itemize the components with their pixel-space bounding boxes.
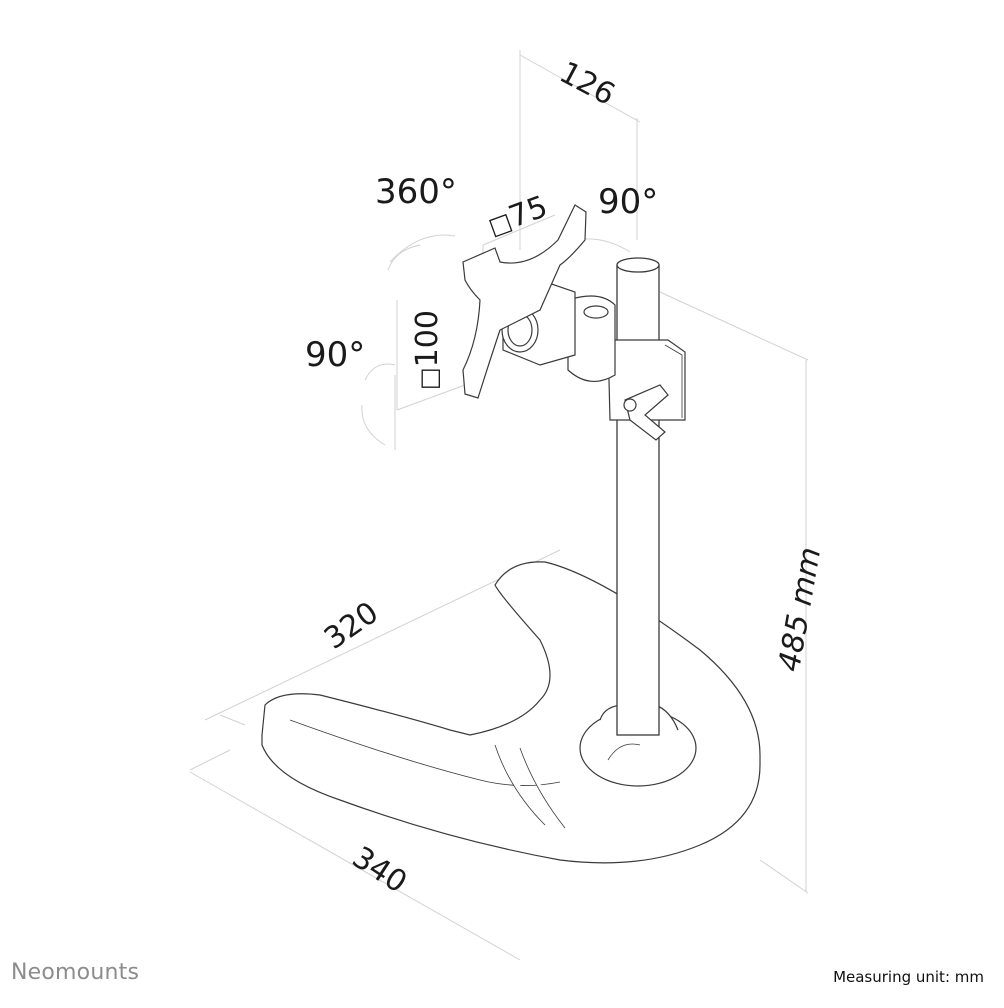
- dimension-tilt-90: 90°: [598, 182, 659, 222]
- brand-logo: Neomounts: [11, 960, 140, 985]
- dimension-guides: [189, 50, 809, 961]
- dimension-rotate-90: 90°: [305, 335, 366, 375]
- vesa-square-icon: □: [415, 367, 443, 390]
- base-outline: [261, 561, 761, 864]
- pole: [616, 257, 660, 736]
- dimension-swivel-360: 360°: [375, 172, 457, 212]
- dimension-vesa-100: □100: [410, 310, 445, 390]
- measuring-unit-label: Measuring unit: mm: [833, 968, 984, 986]
- clamp-and-head: [462, 204, 686, 441]
